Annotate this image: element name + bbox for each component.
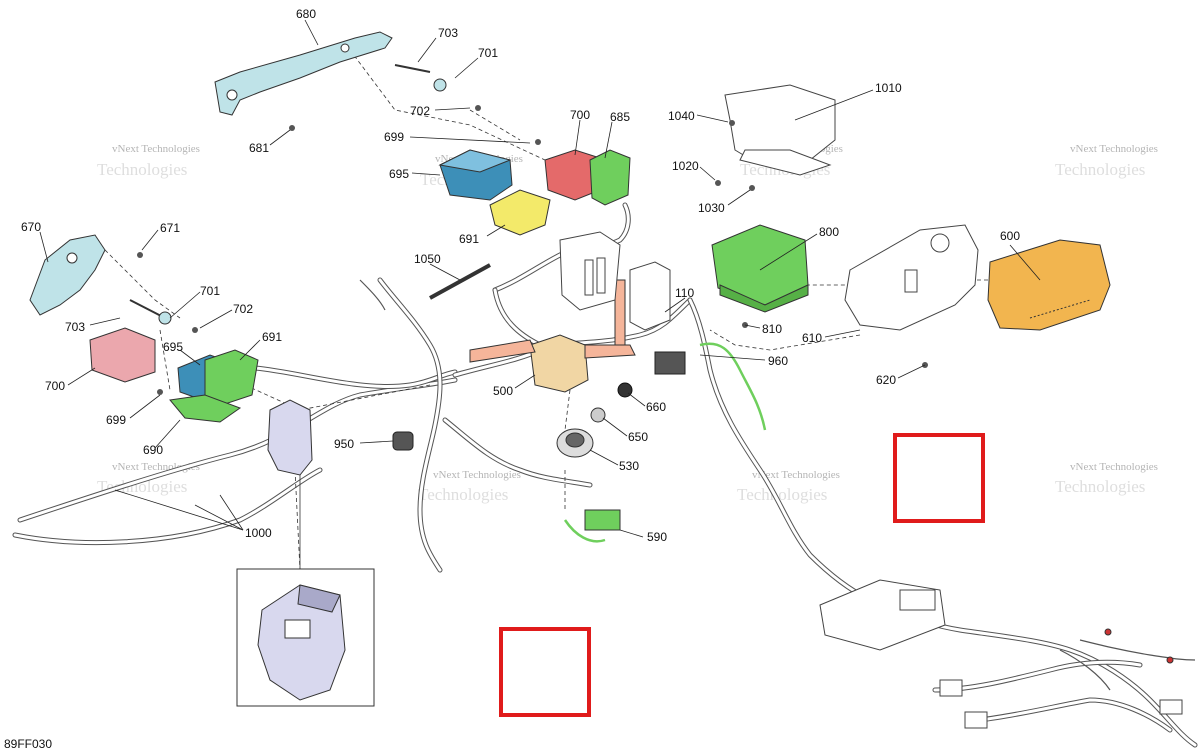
callout-800: 800 (819, 225, 839, 239)
callout-600: 600 (1000, 229, 1020, 243)
watermark-text: vNext Technologies (1070, 461, 1158, 473)
callout-703: 703 (438, 26, 458, 40)
part-695-module-top (438, 149, 513, 201)
callout-1030: 1030 (698, 201, 725, 215)
part-950-socket (392, 431, 414, 451)
callout-1040: 1040 (668, 109, 695, 123)
callout-810: 810 (762, 322, 782, 336)
callout-950: 950 (334, 437, 354, 451)
part-1050-conduit (429, 263, 491, 300)
callout-690: 690 (143, 443, 163, 457)
callout-695: 695 (389, 167, 409, 181)
callout-700: 700 (45, 379, 65, 393)
part-691-bracket-top (489, 189, 551, 236)
callout-590: 590 (647, 530, 667, 544)
part-600-module (987, 239, 1111, 331)
callout-660: 660 (646, 400, 666, 414)
callout-1000: 1000 (245, 526, 272, 540)
part-500-module (529, 334, 589, 393)
part-530-horn (556, 428, 594, 458)
callout-650: 650 (628, 430, 648, 444)
callout-702: 702 (233, 302, 253, 316)
part-connector-cluster (559, 231, 621, 311)
watermark-text: vNext Technologies (433, 469, 521, 481)
part-salmon-harness-segment (469, 279, 636, 363)
callout-960: 960 (768, 354, 788, 368)
callout-670: 670 (21, 220, 41, 234)
callout-620: 620 (876, 373, 896, 387)
highlight-box-right (893, 433, 985, 523)
highlight-box-bottom (499, 627, 591, 717)
part-1010-bracket (724, 84, 836, 176)
watermark-text: Technologies (97, 160, 187, 179)
callout-691: 691 (459, 232, 479, 246)
callout-500: 500 (493, 384, 513, 398)
callout-699: 699 (384, 130, 404, 144)
watermark-text: vNext Technologies (112, 143, 200, 155)
callout-labels: 680 703 701 702 681 699 700 685 695 691 … (21, 7, 1020, 544)
part-670-bracket (29, 234, 106, 316)
figure-reference-code: 89FF030 (4, 737, 53, 751)
part-690-bracket (169, 394, 242, 423)
part-110-fuse-box (629, 261, 671, 331)
callout-1020: 1020 (672, 159, 699, 173)
callout-700: 700 (570, 108, 590, 122)
callout-691: 691 (262, 330, 282, 344)
callout-110: 110 (675, 286, 694, 300)
part-691-module-left (204, 349, 259, 406)
callout-610: 610 (802, 331, 822, 345)
fasteners (129, 64, 928, 395)
part-800-module (711, 224, 809, 313)
part-switch-housing (267, 399, 313, 476)
callout-685: 685 (610, 110, 630, 124)
part-700-module-left (89, 327, 156, 383)
part-590-switch (563, 509, 621, 543)
part-harness-control-box (819, 579, 946, 651)
callout-680: 680 (296, 7, 316, 21)
watermark-text: vNext Technologies (1070, 143, 1158, 155)
callout-1050: 1050 (414, 252, 441, 266)
watermark-text: Technologies (1055, 477, 1145, 496)
callout-702: 702 (410, 104, 430, 118)
watermark-text: Technologies (1055, 160, 1145, 179)
callout-695: 695 (163, 340, 183, 354)
callout-1010: 1010 (875, 81, 902, 95)
leader-lines (39, 19, 1041, 538)
watermark-text: vNext Technologies (752, 469, 840, 481)
watermark-text: Technologies (418, 485, 508, 504)
part-960-harness (654, 342, 767, 431)
part-685-module-top (589, 149, 631, 206)
assembly-guide-lines (99, 49, 1000, 571)
callout-530: 530 (619, 459, 639, 473)
callout-703: 703 (65, 320, 85, 334)
callout-671: 671 (160, 221, 180, 235)
callout-701: 701 (200, 284, 220, 298)
callout-701: 701 (478, 46, 498, 60)
part-650-sensor (590, 407, 606, 423)
watermark-text: Technologies (737, 485, 827, 504)
part-680-bracket (214, 31, 393, 116)
callout-681: 681 (249, 141, 269, 155)
part-610-cover (844, 224, 979, 331)
callout-699: 699 (106, 413, 126, 427)
inset-detail-switch (236, 475, 375, 707)
part-harness-end-connectors (939, 628, 1183, 729)
